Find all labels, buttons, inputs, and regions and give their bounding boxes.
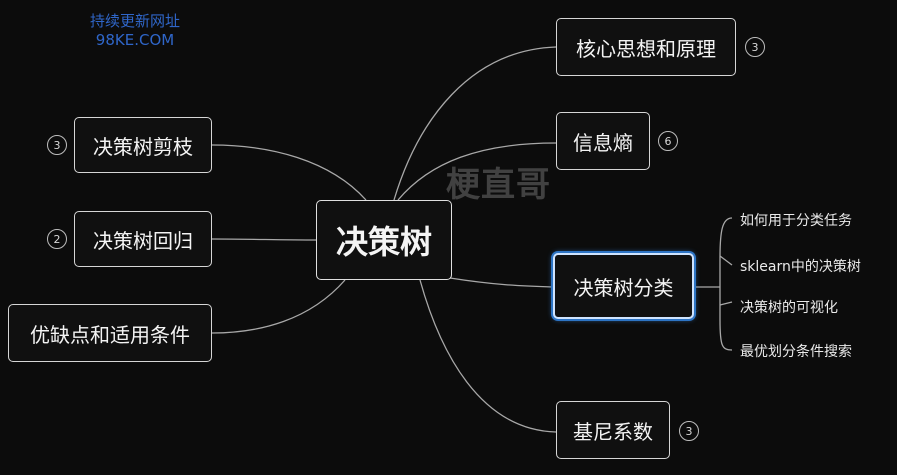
badge-text: 3 <box>53 138 61 152</box>
watermark-line1: 持续更新网址 <box>89 12 180 30</box>
count-badge-core-idea[interactable]: 3 <box>745 37 765 57</box>
leaf-tree-visualization[interactable]: 决策树的可视化 <box>740 300 838 316</box>
branch-core-idea[interactable]: 核心思想和原理 <box>556 18 736 76</box>
leaf-best-split-search[interactable]: 最优划分条件搜索 <box>740 344 852 360</box>
count-badge-regression[interactable]: 2 <box>47 229 67 249</box>
link-pros-cons <box>211 279 346 334</box>
link-entropy <box>397 142 557 201</box>
branch-label: 决策树分类 <box>573 275 674 300</box>
link-pruning <box>211 144 367 201</box>
branch-pros-cons[interactable]: 优缺点和适用条件 <box>8 304 212 362</box>
leaf-connector-1 <box>719 255 733 266</box>
badge-text: 2 <box>53 232 61 246</box>
link-classification <box>449 277 554 288</box>
branch-label: 信息熵 <box>573 130 633 155</box>
badge-text: 6 <box>664 134 672 148</box>
badge-text: 3 <box>685 424 693 438</box>
leaf-sklearn-tree[interactable]: sklearn中的决策树 <box>740 259 861 275</box>
branch-label: 决策树回归 <box>93 228 193 253</box>
branch-gini[interactable]: 基尼系数 <box>556 401 670 459</box>
count-badge-gini[interactable]: 3 <box>679 421 699 441</box>
branch-label: 决策树剪枝 <box>93 134 193 159</box>
badge-text: 3 <box>751 40 759 54</box>
author-watermark: 梗直哥 <box>446 165 551 205</box>
leaf-connector-2 <box>719 301 733 306</box>
link-regression <box>211 238 317 241</box>
site-watermark: 持续更新网址 98KE.COM <box>72 12 198 50</box>
root-node[interactable]: 决策树 <box>316 200 452 280</box>
watermark-line2: 98KE.COM <box>95 31 175 49</box>
link-core-idea <box>393 46 557 201</box>
leaf-bracket <box>719 217 733 351</box>
branch-label: 优缺点和适用条件 <box>30 322 190 347</box>
branch-label: 基尼系数 <box>573 419 653 444</box>
root-label: 决策树 <box>335 223 432 261</box>
leaf-classification-task[interactable]: 如何用于分类任务 <box>740 213 852 229</box>
branch-classification[interactable]: 决策树分类 <box>553 253 694 319</box>
count-badge-pruning[interactable]: 3 <box>47 135 67 155</box>
link-gini <box>419 279 557 433</box>
branch-regression[interactable]: 决策树回归 <box>74 211 212 267</box>
branch-label: 核心思想和原理 <box>576 36 716 61</box>
branch-pruning[interactable]: 决策树剪枝 <box>74 117 212 173</box>
branch-entropy[interactable]: 信息熵 <box>556 112 650 170</box>
count-badge-entropy[interactable]: 6 <box>658 131 678 151</box>
